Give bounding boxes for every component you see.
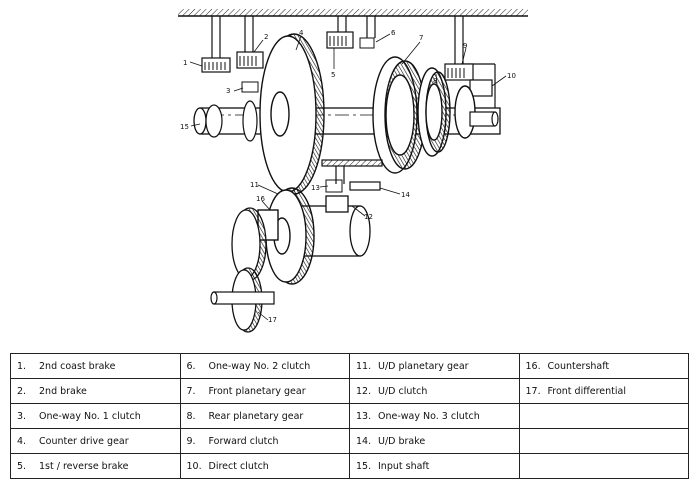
legend-cell: 17.Front differential [518,378,689,404]
callout-3: 3 [226,87,230,95]
legend-row: 3.One-way No. 1 clutch 8.Rear planetary … [10,403,689,429]
legend-row: 4.Counter drive gear 9.Forward clutch 14… [10,428,689,454]
legend-cell: 2.2nd brake [10,378,181,404]
callout-9: 9 [463,42,467,50]
legend-cell [518,428,689,454]
callout-14: 14 [401,191,410,199]
leader-lines [189,33,507,321]
legend-cell: 14.U/D brake [349,428,520,454]
differential-shaft [210,291,275,305]
legend-row: 5.1st / reverse brake 10.Direct clutch 1… [10,453,689,479]
counter-drive-gear [259,33,325,195]
parts-legend-table: 1.2nd coast brake 6.One-way No. 2 clutch… [10,353,689,479]
legend-cell: 15.Input shaft [349,453,520,479]
input-shaft [193,107,501,135]
callout-12: 12 [364,213,373,221]
callout-1: 1 [183,59,187,67]
legend-cell [518,453,689,479]
callout-11: 11 [250,181,259,189]
legend-cell: 16.Countershaft [518,353,689,379]
transaxle-diagram: 1 2 3 4 5 6 7 8 9 10 11 12 13 14 15 16 1… [178,9,528,333]
legend-cell: 7.Front planetary gear [179,378,350,404]
driven-gears [231,207,267,333]
legend-cell: 13.One-way No. 3 clutch [349,403,520,429]
callout-10: 10 [507,72,516,80]
legend-row: 2.2nd brake 7.Front planetary gear 12.U/… [10,378,689,404]
callout-17: 17 [268,316,277,324]
legend-cell: 4.Counter drive gear [10,428,181,454]
legend-cell: 11.U/D planetary gear [349,353,520,379]
callout-16: 16 [256,195,265,203]
callout-8: 8 [433,77,437,85]
legend-cell [518,403,689,429]
housing-top [178,9,528,17]
lower-housing [321,159,383,191]
legend-cell: 12.U/D clutch [349,378,520,404]
legend-cell: 5.1st / reverse brake [10,453,181,479]
callout-4: 4 [299,29,304,37]
ud-planetary-gear [257,187,315,285]
legend-cell: 8.Rear planetary gear [179,403,350,429]
callout-5: 5 [331,71,335,79]
callout-7: 7 [419,34,423,42]
callout-6: 6 [391,29,396,37]
legend-cell: 9.Forward clutch [179,428,350,454]
legend-cell: 10.Direct clutch [179,453,350,479]
callout-2: 2 [264,33,268,41]
callout-15: 15 [180,123,189,131]
planetary-gears [372,56,476,174]
legend-cell: 3.One-way No. 1 clutch [10,403,181,429]
left-hub [205,100,258,142]
callout-13: 13 [311,184,320,192]
callout-numbers: 1 2 3 4 5 6 7 8 9 10 11 12 13 14 15 16 1… [180,29,516,324]
legend-cell: 1.2nd coast brake [10,353,181,379]
output-shaft-end [469,111,499,127]
legend-row: 1.2nd coast brake 6.One-way No. 2 clutch… [10,353,689,379]
one-way-clutches [241,37,375,193]
legend-cell: 6.One-way No. 2 clutch [179,353,350,379]
